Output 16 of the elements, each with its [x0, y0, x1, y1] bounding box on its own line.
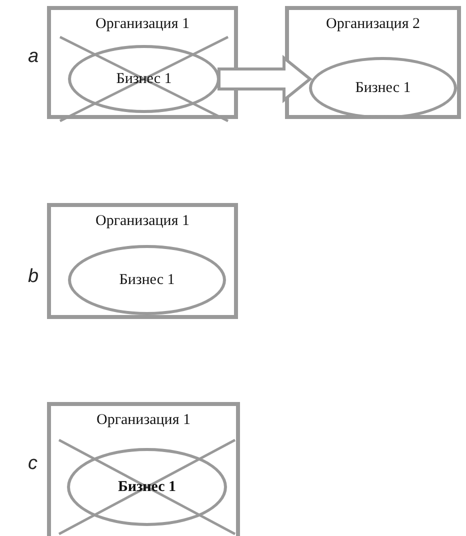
block-arrow: [218, 54, 312, 104]
organization-box: [285, 6, 461, 119]
panel-letter: c: [28, 453, 38, 475]
organization-title: Организация 1: [94, 213, 190, 230]
organization-title: Организация 2: [325, 16, 421, 33]
business-label: Бизнес 1: [119, 272, 175, 288]
business-label: Бизнес 1: [118, 478, 176, 496]
panel-letter: a: [28, 46, 39, 68]
panel-letter: b: [28, 266, 39, 288]
organization-box: [47, 203, 238, 319]
organization-title: Организация 1: [96, 412, 192, 429]
business-ellipse: [68, 245, 226, 315]
organization-box: [47, 402, 240, 536]
organization-title: Организация 1: [94, 16, 190, 33]
business-label: Бизнес 1: [355, 80, 411, 96]
business-label: Бизнес 1: [116, 70, 172, 88]
